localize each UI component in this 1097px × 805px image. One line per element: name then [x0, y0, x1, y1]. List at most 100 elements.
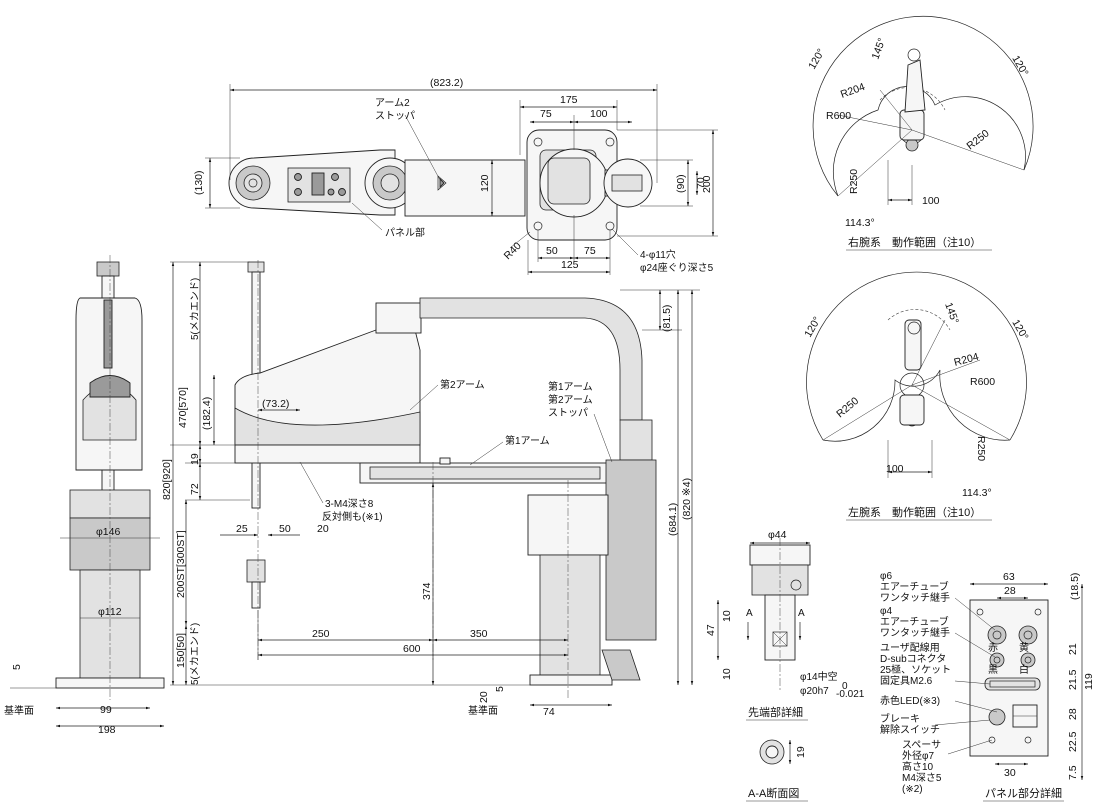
label-spacer-2: 外径φ7 — [902, 749, 934, 762]
lr-a145: 145° — [942, 301, 961, 326]
tip-tol-bot: -0.021 — [836, 689, 865, 700]
rr-a145: 145° — [870, 37, 889, 62]
dim-200: 200 — [701, 175, 713, 193]
rr-a1143: 114.3° — [845, 217, 875, 229]
tip-shaft: φ20h7 — [800, 686, 829, 697]
side-dim-50: 50 — [279, 523, 291, 535]
tip-detail: φ44 47 10 10 A A φ14中空 φ20h7 0 -0.021 先端… — [705, 529, 865, 802]
panel-dim-63: 63 — [1003, 571, 1015, 583]
lr-d100: 100 — [886, 463, 904, 475]
lr-r204: R204 — [953, 351, 981, 369]
label-brake: ブレーキ — [880, 712, 920, 725]
label-tube4-3: ワンタッチ継手 — [880, 626, 950, 639]
panel-dim-185: (18.5) — [1069, 573, 1081, 600]
side-dim-20a: 20 — [317, 523, 329, 535]
panel-red: 赤 — [988, 642, 998, 654]
label-tube6-2: エアーチューブ — [880, 580, 949, 593]
side-dim-732: (73.2) — [262, 398, 289, 410]
rr-r600: R600 — [826, 110, 851, 122]
panel-caption: パネル部分詳細 — [985, 786, 1062, 800]
side-dim-200st: 200ST[300ST] — [175, 530, 187, 598]
lr-a120l: 120° — [802, 315, 823, 340]
panel-dim-30: 30 — [1004, 767, 1016, 779]
side-dim-250: 250 — [312, 628, 330, 640]
side-dim-150: 150[50] — [175, 633, 187, 668]
rr-r204: R204 — [839, 81, 867, 101]
label-tube6-3: ワンタッチ継手 — [880, 591, 950, 604]
side-dim-6841: (684.1) — [667, 503, 679, 536]
side-dim-5: 5 — [494, 686, 506, 692]
side-dim-470: 470[570] — [177, 387, 189, 428]
dim-overall: (823.2) — [430, 77, 463, 89]
label-tube4: φ4 — [880, 606, 892, 617]
tip-a-left: A — [746, 608, 753, 619]
tip-dim-10a: 10 — [721, 610, 733, 622]
label-stopper-1: 第1アーム — [548, 380, 593, 393]
label-stopper-2: 第2アーム — [548, 393, 593, 406]
dim-70: 70 — [695, 177, 707, 189]
dim-175: 175 — [560, 94, 578, 106]
tip-dim-44: φ44 — [768, 529, 787, 541]
label-dsub: ユーザ配線用 — [880, 641, 940, 654]
label-m4-opposite: 反対側も(※1) — [322, 510, 383, 523]
rr-a120r: 120° — [1009, 54, 1030, 79]
label-stopper-3: ストッパ — [548, 407, 588, 419]
lr-r600: R600 — [970, 376, 995, 388]
lr-caption: 左腕系 動作範囲（注10） — [848, 505, 981, 519]
front-dim-198: 198 — [98, 724, 116, 736]
label-brake-2: 解除スイッチ — [880, 723, 940, 736]
front-dim-5: 5 — [11, 664, 23, 670]
side-dim-20b: 20 — [478, 691, 490, 703]
side-dim-815: (81.5) — [661, 305, 673, 332]
rr-r250b: R250 — [848, 169, 860, 194]
dim-50-top: 50 — [546, 245, 558, 257]
label-arm1: 第1アーム — [505, 434, 550, 447]
dim-90: (90) — [675, 174, 687, 193]
tip-a-right: A — [798, 608, 805, 619]
top-view: (823.2) 175 75 100 (130) 120 (90) 70 200… — [193, 77, 718, 275]
side-dim-25: 25 — [236, 523, 248, 535]
side-dim-74: 74 — [543, 706, 555, 718]
tip-tol-top: 0 — [842, 681, 848, 692]
lr-r250a: R250 — [834, 395, 861, 420]
side-dim-182: (182.4) — [201, 397, 213, 430]
dim-120: 120 — [479, 174, 491, 192]
section-caption: A-A断面図 — [748, 786, 799, 800]
rr-r250a: R250 — [964, 127, 991, 152]
panel-detail: 63 28 (18.5) 21 21.5 119 28 22.5 7.5 30 … — [880, 571, 1095, 802]
side-dim-820b: (820 ※4) — [681, 478, 693, 520]
label-spacer: スペーサ — [902, 739, 941, 751]
front-dim-99: 99 — [100, 704, 112, 716]
side-dim-19: 19 — [189, 453, 201, 465]
front-dim-146: φ146 — [96, 526, 120, 538]
label-arm2: 第2アーム — [440, 378, 485, 391]
label-spacer-3: 高さ10 — [902, 760, 934, 773]
panel-dim-119: 119 — [1083, 673, 1095, 690]
panel-dim-28a: 28 — [1004, 585, 1016, 597]
label-tube6: φ6 — [880, 571, 892, 582]
label-led: 赤色LED(※3) — [880, 694, 940, 707]
tip-caption: 先端部詳細 — [748, 705, 803, 719]
dim-130: (130) — [193, 170, 205, 195]
rr-caption: 右腕系 動作範囲（注10） — [848, 235, 981, 249]
dim-r40: R40 — [502, 240, 524, 262]
panel-black: 黒 — [988, 664, 998, 676]
label-arm2-stopper-2: ストッパ — [375, 110, 415, 122]
label-holes: 4-φ11穴 — [640, 248, 676, 261]
side-dim-350: 350 — [470, 628, 488, 640]
lr-a1143: 114.3° — [962, 487, 992, 499]
panel-dim-21: 21 — [1067, 643, 1079, 655]
label-dsub-3: 25極、ソケット — [880, 663, 951, 676]
lr-a120r: 120° — [1009, 318, 1030, 343]
panel-dim-215: 21.5 — [1067, 669, 1079, 690]
front-dim-112: φ112 — [98, 606, 122, 618]
label-m4: 3-M4深さ8 — [325, 498, 374, 510]
side-mech5b: 5(メカエンド) — [189, 623, 201, 685]
dim-100: 100 — [590, 108, 608, 120]
tip-dim-47: 47 — [705, 624, 717, 636]
rr-d100: 100 — [922, 195, 940, 207]
label-arm2-stopper: アーム2 — [375, 97, 410, 109]
side-dim-820: 820[920] — [161, 459, 173, 500]
lr-r250b: R250 — [975, 436, 987, 461]
side-dim-600: 600 — [403, 643, 421, 655]
